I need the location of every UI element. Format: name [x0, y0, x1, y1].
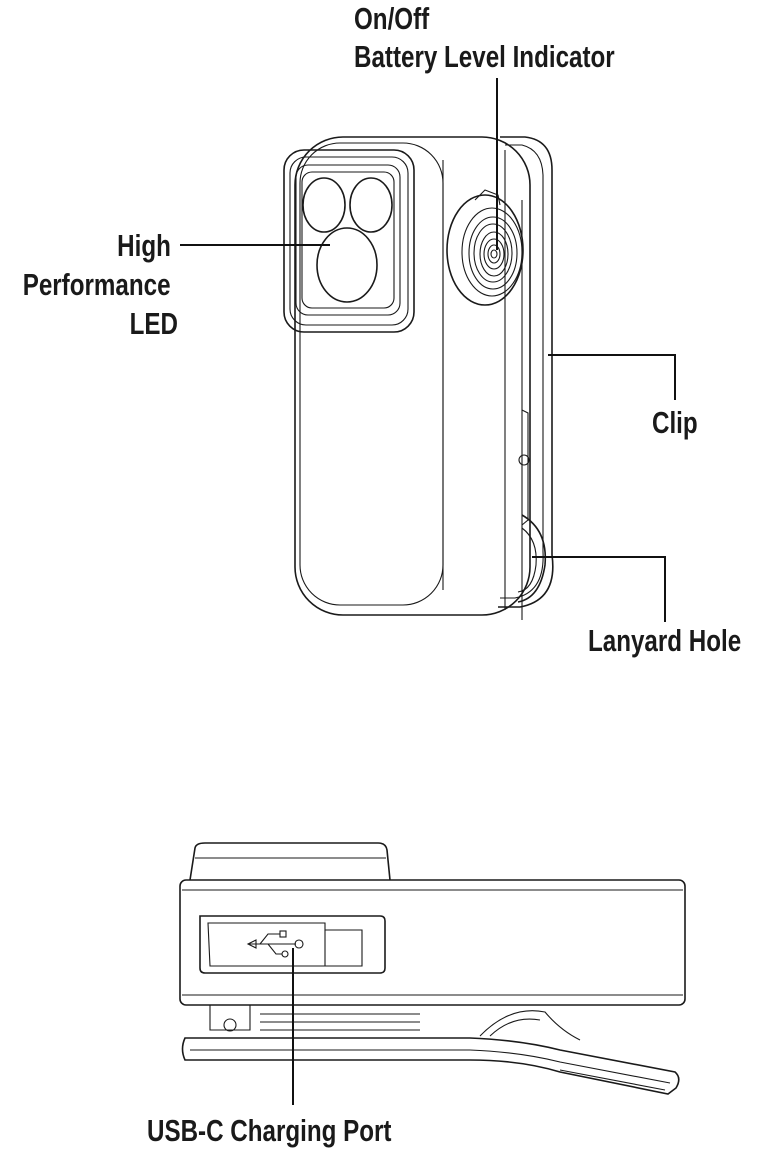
bottom-body: [179, 879, 686, 1006]
bottom-view-device: [179, 842, 686, 1095]
lanyard-leader: [532, 556, 666, 622]
power-button-housing: [446, 194, 524, 306]
clip-grip: [260, 1013, 666, 1091]
clip-label: Clip: [652, 405, 698, 440]
clip-outer: [498, 136, 554, 608]
clip-hinge: [521, 409, 529, 526]
lanyard-hole: [517, 514, 547, 603]
device-body-outer: [294, 136, 531, 616]
clip-spring: [479, 1010, 581, 1041]
clip-bar: [181, 1037, 680, 1095]
device-body-inner: [299, 142, 444, 606]
led-label-line3: LED: [129, 306, 178, 341]
led-bezel-inner: [295, 164, 401, 316]
power-button-tab: [474, 189, 501, 206]
power-label-line1: On/Off: [354, 1, 430, 36]
clip-pivot: [223, 1018, 237, 1032]
clip-inner: [500, 144, 544, 599]
led-small-left: [302, 177, 346, 233]
led-label-line2: Performance: [23, 267, 171, 302]
lanyard-label: Lanyard Hole: [588, 623, 742, 658]
led-window: [301, 171, 395, 309]
front-leaders: [180, 78, 676, 622]
clip-leader: [548, 354, 676, 400]
cap-outline: [189, 842, 391, 881]
power-button-rings: [461, 207, 523, 297]
usb-label: USB-C Charging Port: [147, 1113, 392, 1148]
front-view-device: [283, 136, 554, 620]
led-bezel-mid: [289, 156, 409, 326]
usb-icon: [246, 930, 304, 958]
clip-hinge-top: [209, 1005, 251, 1031]
port-cover-outer: [199, 915, 386, 974]
led-small-right: [349, 177, 393, 233]
power-label-line2: Battery Level Indicator: [354, 39, 615, 74]
clip-hinge-pin: [518, 454, 530, 466]
led-large: [316, 227, 378, 303]
led-bezel-outer: [283, 149, 415, 333]
led-label-line1: High: [117, 228, 171, 263]
clip-spring-inner: [489, 1018, 541, 1037]
port-cover-inner: [207, 922, 363, 967]
clip-bar-inner: [190, 1049, 671, 1084]
